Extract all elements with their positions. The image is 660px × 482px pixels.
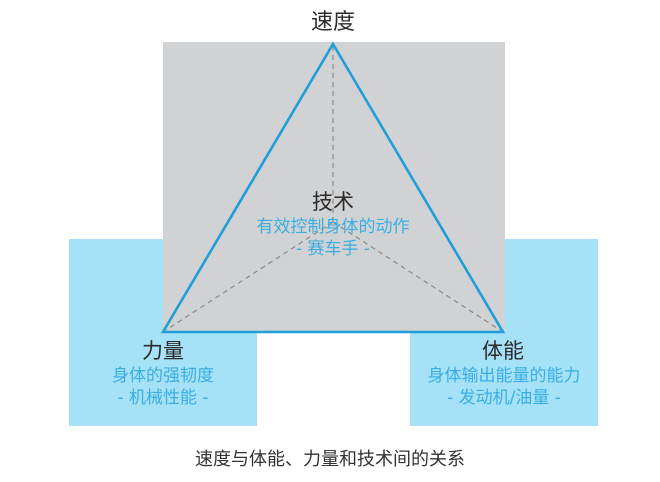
strength-example: - 机械性能 - bbox=[117, 388, 209, 408]
diagram-caption: 速度与体能、力量和技术间的关系 bbox=[195, 449, 465, 470]
strength-title: 力量 bbox=[142, 339, 184, 363]
speed-triangle bbox=[160, 41, 506, 334]
dashed-line-to-right bbox=[332, 221, 501, 331]
stamina-title: 体能 bbox=[482, 339, 524, 363]
technique-description: 有效控制身体的动作 bbox=[256, 217, 410, 237]
dashed-connectors bbox=[165, 46, 501, 331]
stamina-description: 身体输出能量的能力 bbox=[427, 366, 581, 386]
speed-label: 速度 bbox=[310, 10, 355, 35]
dashed-line-to-left bbox=[165, 221, 334, 331]
technique-panel bbox=[163, 42, 505, 333]
technique-title: 技术 bbox=[312, 190, 354, 214]
strength-description: 身体的强韧度 bbox=[112, 366, 214, 386]
stamina-example: - 发动机/油量 - bbox=[447, 388, 561, 408]
technique-example: - 赛车手 - bbox=[295, 239, 371, 259]
